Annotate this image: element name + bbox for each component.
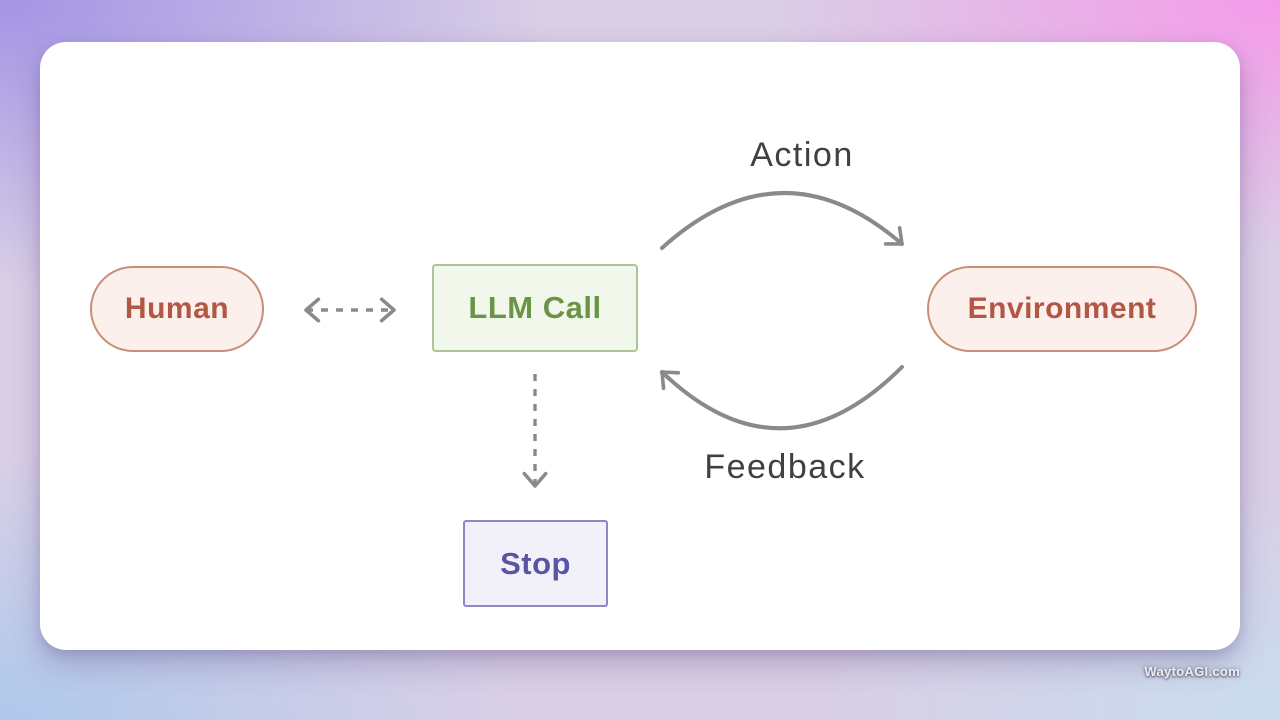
- watermark: WaytoAGI.com: [1144, 664, 1240, 679]
- feedback-edge-label: Feedback: [704, 448, 866, 486]
- action-edge-label: Action: [750, 136, 854, 174]
- node-stop: Stop: [463, 520, 608, 607]
- node-environment: Environment: [927, 266, 1197, 352]
- node-llm-call: LLM Call: [432, 264, 638, 352]
- node-human: Human: [90, 266, 264, 352]
